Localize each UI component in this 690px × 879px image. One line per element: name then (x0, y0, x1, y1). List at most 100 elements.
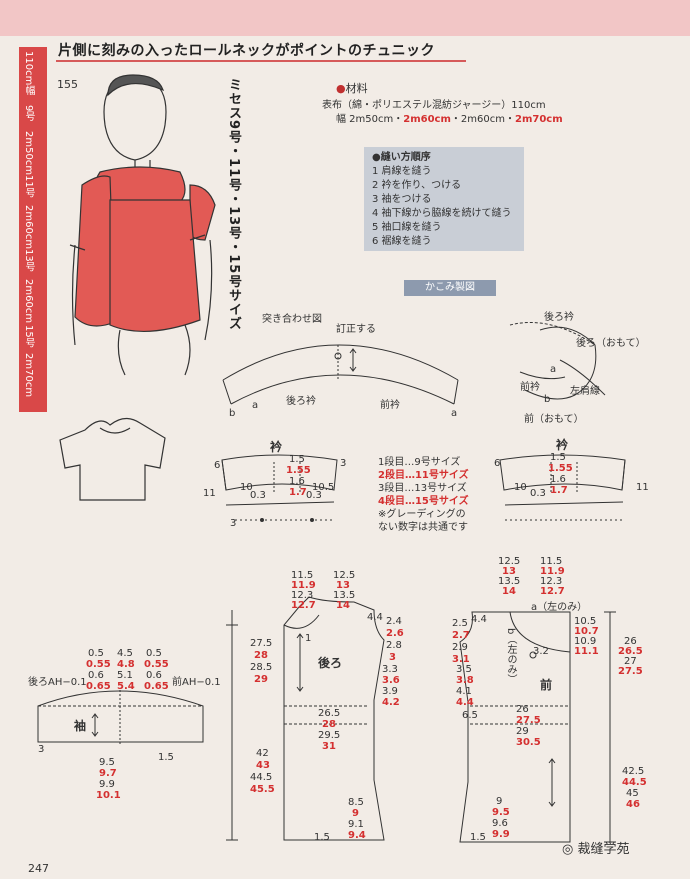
collar-left-v8: 0.3 (306, 490, 322, 501)
front-hem-3: 9.9 (492, 829, 510, 840)
front-top1-2: 13.5 (498, 576, 521, 587)
collar-right-v4: 1.7 (550, 485, 568, 496)
back-top2-2: 13.5 (333, 590, 356, 601)
back-left1-2: 28.5 (250, 662, 273, 673)
front-arm-2: 4.1 (456, 686, 472, 697)
collar-left-v11: 11 (203, 488, 216, 499)
collar-left-v5: 10 (240, 482, 253, 493)
front-right1-0: 10.5 (574, 616, 597, 627)
watermark: ◎ 裁缝学苑 (562, 842, 630, 857)
neck-front-right: 前（おもて） (524, 414, 584, 425)
front-arm-3: 4.4 (456, 697, 474, 708)
sleeve-t3-3: 0.65 (144, 681, 169, 692)
sewing-step: 2 衿を作り、つける (372, 180, 462, 191)
sleeve-b1-0: 9.5 (99, 757, 115, 768)
collar-right-title: 衿 (556, 438, 569, 452)
neck-left-shoulder: 左肩線 (570, 386, 600, 397)
back-sh-3: 3 (389, 652, 396, 663)
back-misc2: 4.4 (367, 612, 383, 623)
front-sh-2: 2.9 (452, 642, 468, 653)
materials-heading: ●材料 (336, 82, 368, 95)
front-top2-2: 12.3 (540, 576, 563, 587)
sidebar-len15: 2m70cm (23, 353, 34, 398)
sleeve-side: 3 (38, 744, 45, 755)
collar-right-v1: 1.5 (550, 452, 566, 463)
figure-illustration (69, 74, 216, 376)
back-label: 後ろ (318, 656, 343, 670)
back-top2-0: 12.5 (333, 570, 356, 581)
back-top1-2: 12.3 (291, 590, 314, 601)
back-arm-0: 3.3 (382, 664, 398, 675)
back-bodice-pattern (226, 596, 385, 841)
sewing-step: 5 袖口線を縫う (372, 222, 442, 233)
sleeve-b1-2: 9.9 (99, 779, 115, 790)
collar-point-a2: a (451, 408, 458, 419)
front-sh-3: 3.1 (452, 654, 470, 665)
front-sh-0: 2.5 (452, 618, 468, 629)
back-arm-2: 3.9 (382, 686, 398, 697)
collar-left-v4: 1.7 (289, 487, 307, 498)
front-bodice-pattern (459, 611, 616, 843)
front-arm-0: 3.5 (456, 664, 472, 675)
collar-right-v8: 6 (494, 458, 501, 469)
size-range: ミセス9号・11号・13号・15号サイズ (226, 78, 241, 331)
sewing-step: 1 肩線を縫う (372, 166, 432, 177)
front-hem-0: 9 (496, 796, 503, 807)
sleeve-front-ah: 前AH−0.1 (172, 677, 221, 688)
collar-left-v1: 1.5 (289, 454, 305, 465)
collar-back-label: 後ろ衿 (286, 396, 316, 407)
sidebar-width: 110cm幅 (23, 51, 34, 96)
cutting-diagram-label: かこみ製図 (404, 280, 496, 296)
front-top1-1: 13 (502, 566, 516, 577)
collar-left-title: 衿 (270, 440, 283, 454)
back-hem-1: 9 (352, 808, 359, 819)
sewing-step: 3 袖をつける (372, 194, 432, 205)
sleeve-b1-3: 10.1 (96, 790, 121, 801)
collar-left-pattern (221, 454, 338, 522)
back-sh-1: 2.6 (386, 628, 404, 639)
collar-point-a: a (252, 400, 259, 411)
sidebar-len13: 2m60cm (23, 279, 34, 324)
back-waist-2: 29.5 (318, 730, 341, 741)
sleeve-t2-0: 4.5 (117, 648, 133, 659)
page-title: 片側に刻みの入ったロールネックがポイントのチュニック (58, 43, 435, 59)
sleeve-t1-1: 0.55 (86, 659, 111, 670)
front-right2-0: 26 (624, 636, 637, 647)
back-top1-1: 11.9 (291, 580, 316, 591)
back-waist-3: 31 (322, 741, 336, 752)
back-hem-0: 8.5 (348, 797, 364, 808)
sleeve-t3-1: 0.55 (144, 659, 169, 670)
sleeve-t2-1: 4.8 (117, 659, 135, 670)
sleeve-t2-3: 5.4 (117, 681, 135, 692)
sidebar-size13: 13号 (23, 249, 34, 272)
front-misc1: 4.4 (471, 614, 487, 625)
front-waist-2: 29 (516, 726, 529, 737)
sidebar-size9: 9号 (23, 105, 34, 122)
collar-left-v10: 6 (214, 460, 221, 471)
back-top1-0: 11.5 (291, 570, 314, 581)
sleeve-t3-2: 0.6 (146, 670, 162, 681)
neck-point-a: a (550, 364, 557, 375)
collar-left-v6: 0.3 (250, 490, 266, 501)
sleeve-t1-3: 0.65 (86, 681, 111, 692)
front-a-label: a（左のみ） (531, 602, 588, 613)
front-right3-2: 45 (626, 788, 639, 799)
back-left1-1: 28 (254, 650, 268, 661)
sewing-step: 6 裾線を縫う (372, 236, 432, 247)
front-hem-2: 9.6 (492, 818, 508, 829)
collar-left-v7: 10.5 (312, 482, 335, 493)
front-top2-1: 11.9 (540, 566, 565, 577)
collar-right-pattern (499, 454, 626, 521)
front-hem-1: 9.5 (492, 807, 510, 818)
sleeve-back-ah: 後ろAH−0.1 (28, 677, 87, 688)
front-right1-1: 10.7 (574, 626, 599, 637)
back-left2-2: 44.5 (250, 772, 273, 783)
front-waist-1: 27.5 (516, 715, 541, 726)
materials-line2: 幅 2m50cm・2m60cm・2m60cm・2m70cm (336, 114, 563, 125)
back-left2-3: 45.5 (250, 784, 275, 795)
front-top2-3: 12.7 (540, 586, 565, 597)
front-top2-0: 11.5 (540, 556, 563, 567)
page-number: 247 (28, 862, 49, 875)
front-right3-0: 42.5 (622, 766, 645, 777)
